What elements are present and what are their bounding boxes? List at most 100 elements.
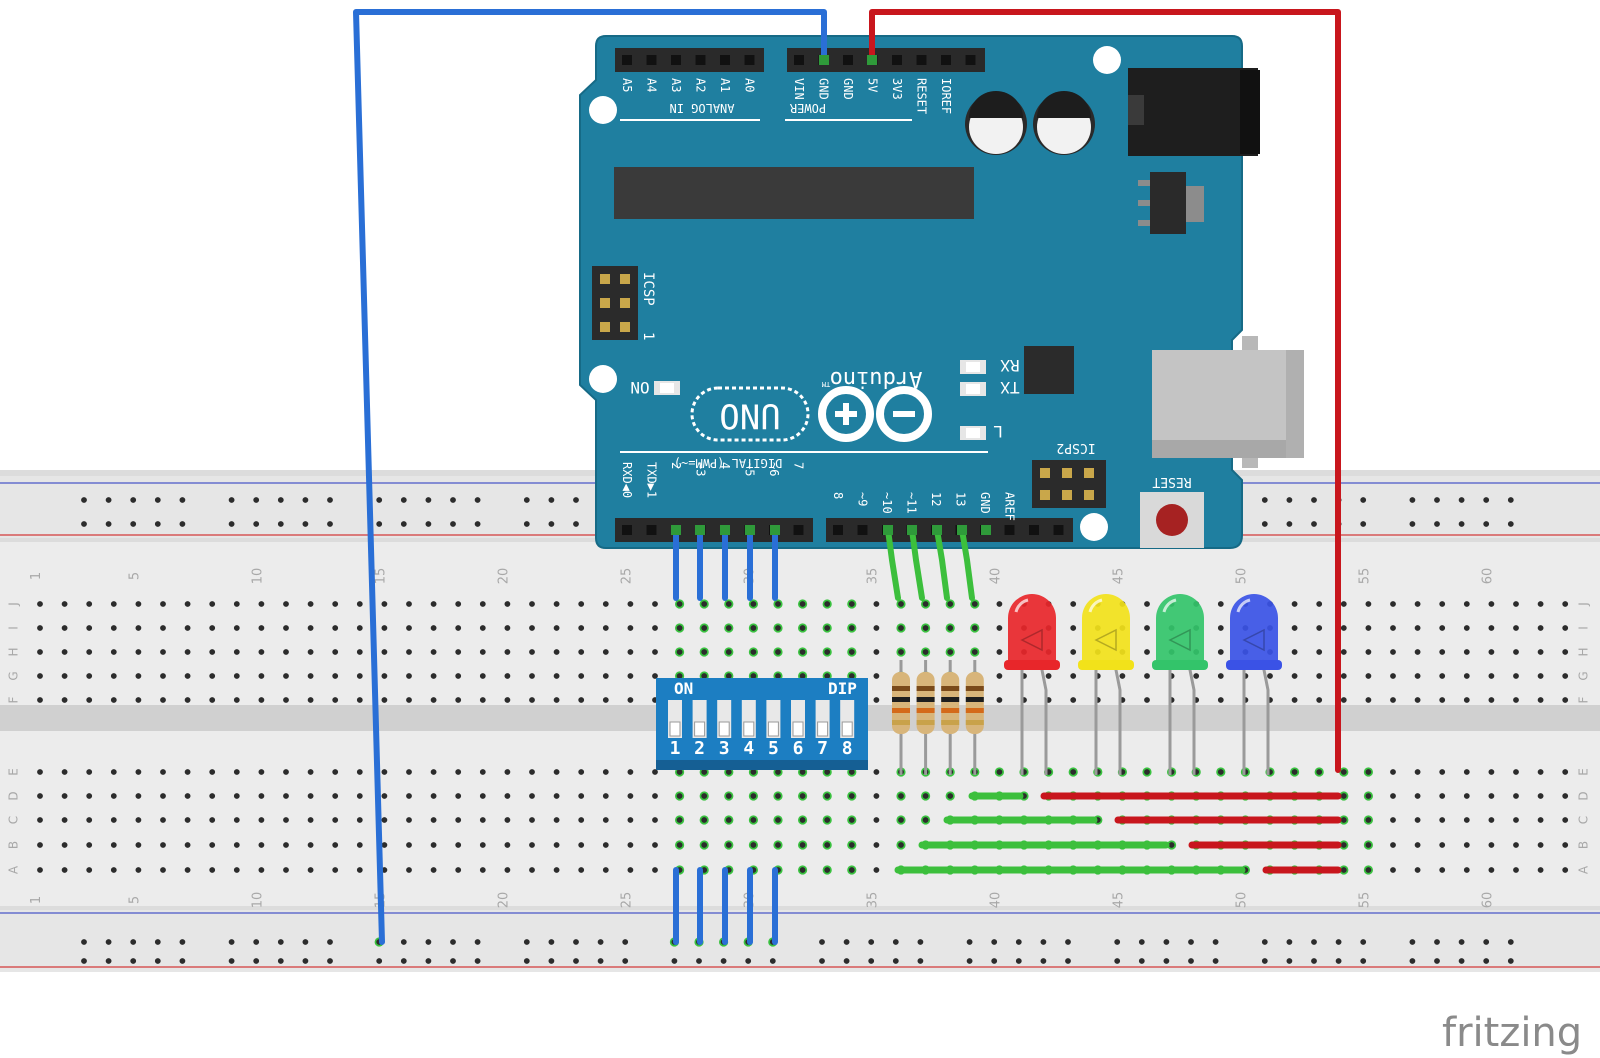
rail-hole: [868, 958, 875, 964]
dip-number: 5: [768, 738, 779, 759]
breadboard-hole: [1537, 867, 1544, 873]
breadboard-hole: [1414, 842, 1421, 848]
breadboard-hole: [283, 697, 289, 703]
rail-hole: [1040, 958, 1047, 964]
breadboard-hole: [1488, 817, 1495, 823]
breadboard-hole: [1414, 649, 1421, 655]
breadboard-hole: [1193, 673, 1200, 679]
breadboard-hole: [455, 601, 462, 607]
rail-hole: [1507, 521, 1514, 527]
rail-hole: [1507, 497, 1514, 503]
reset-button[interactable]: [1140, 492, 1204, 548]
breadboard-hole: [110, 769, 117, 775]
pin-label: VIN: [792, 78, 806, 100]
rail-hole: [1311, 939, 1317, 945]
breadboard-hole: [504, 625, 511, 631]
breadboard-hole: [184, 867, 191, 873]
breadboard-hole: [135, 867, 142, 873]
breadboard-hole: [947, 649, 954, 655]
rail-hole: [81, 958, 87, 964]
breadboard-hole: [824, 625, 831, 631]
breadboard-hole: [356, 793, 363, 799]
breadboard-hole: [283, 625, 289, 631]
wire-d12: [934, 527, 950, 601]
rail-hole: [1483, 521, 1490, 527]
breadboard-hole: [1513, 649, 1519, 655]
breadboard-hole: [37, 842, 43, 848]
breadboard-hole: [799, 769, 806, 775]
breadboard-hole: [750, 625, 757, 631]
rail-hole: [154, 958, 161, 964]
breadboard-hole: [37, 649, 43, 655]
breadboard-hole: [406, 793, 412, 799]
rail-hole: [253, 939, 260, 945]
red-led: [1004, 594, 1060, 775]
column-number: 55: [1357, 892, 1372, 909]
tx-led: [960, 382, 986, 396]
column-number: 45: [1111, 568, 1126, 585]
breadboard-hole: [578, 673, 585, 679]
breadboard-hole: [775, 649, 781, 655]
rail-hole: [327, 939, 333, 945]
header-pin: [1004, 525, 1015, 535]
breadboard-hole: [160, 769, 166, 775]
rail-hole: [573, 521, 579, 527]
breadboard-hole: [873, 625, 880, 631]
breadboard-hole: [406, 697, 412, 703]
breadboard-hole: [873, 817, 880, 823]
breadboard-hole: [356, 601, 363, 607]
breadboard-hole: [184, 601, 191, 607]
breadboard-hole: [504, 769, 511, 775]
breadboard-hole: [283, 673, 289, 679]
rail-hole: [105, 521, 112, 527]
breadboard-hole: [873, 867, 880, 873]
breadboard-hole: [701, 842, 708, 848]
breadboard-hole: [922, 649, 929, 655]
column-number: 15: [373, 568, 388, 585]
breadboard-hole: [283, 793, 289, 799]
breadboard-hole: [725, 769, 732, 775]
column-number: 40: [988, 568, 1003, 585]
breadboard-hole: [1390, 697, 1396, 703]
breadboard-hole: [356, 673, 363, 679]
rail-hole: [228, 521, 235, 527]
breadboard-hole: [209, 625, 216, 631]
header-pin: [857, 525, 868, 535]
breadboard-hole: [430, 817, 437, 823]
rail-hole: [1040, 939, 1047, 945]
breadboard-hole: [1463, 817, 1470, 823]
row-letter: G: [1577, 671, 1591, 680]
breadboard-hole: [61, 793, 68, 799]
rail-hole: [1360, 958, 1367, 964]
rail-hole: [450, 958, 456, 964]
rail-hole: [843, 958, 850, 964]
breadboard-hole: [307, 793, 314, 799]
breadboard-hole: [406, 673, 412, 679]
breadboard-hole: [1390, 649, 1396, 655]
breadboard-hole: [799, 817, 806, 823]
connected-pin: [883, 525, 893, 535]
breadboard-hole: [1537, 793, 1544, 799]
breadboard-hole: [824, 842, 831, 848]
breadboard-hole: [1144, 601, 1150, 607]
pin-label: A3: [669, 78, 683, 92]
breadboard-hole: [37, 817, 43, 823]
breadboard-hole: [233, 625, 240, 631]
breadboard-hole: [775, 601, 781, 607]
row-letter: H: [7, 647, 21, 656]
breadboard-hole: [61, 601, 68, 607]
pin-label: IOREF: [939, 78, 953, 114]
rail-hole: [917, 939, 924, 945]
breadboard-hole: [479, 673, 486, 679]
rail-hole: [523, 958, 530, 964]
breadboard-hole: [61, 769, 68, 775]
header-pin: [1029, 525, 1039, 535]
breadboard-hole: [356, 842, 363, 848]
breadboard-hole: [332, 697, 339, 703]
breadboard-hole: [898, 842, 904, 848]
breadboard-hole: [1365, 625, 1372, 631]
pin-label: A2: [694, 78, 708, 92]
column-number: 60: [1480, 892, 1495, 909]
